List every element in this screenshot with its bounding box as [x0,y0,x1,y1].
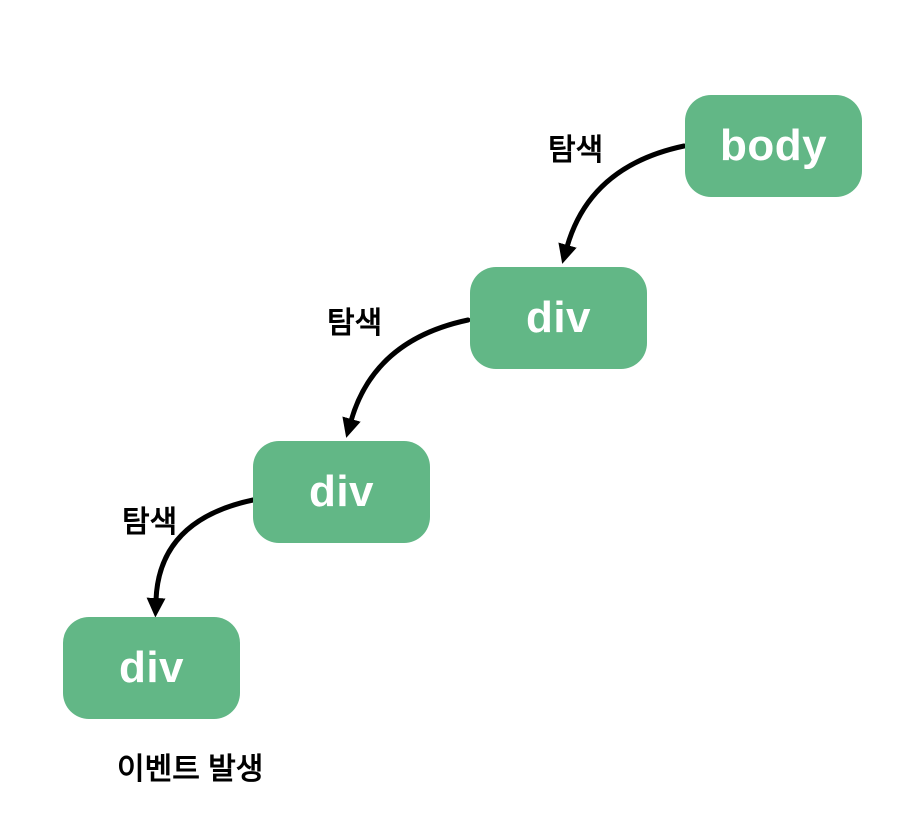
node-div-3-label: div [118,643,185,692]
node-div-3: div [63,617,240,719]
node-div-2: div [253,441,430,543]
node-body-label: body [719,121,828,170]
edge-arrow-body-to-div1 [558,143,687,264]
edge-label-2: 탐색 [327,307,383,340]
node-div-1-label: div [525,293,592,342]
edge-arrow-div2-to-div3 [146,497,256,618]
node-div-2-label: div [308,467,375,516]
edge-label-3: 탐색 [122,506,178,539]
edge-label-1: 탐색 [548,134,604,167]
edge-arrow-div1-to-div2 [342,317,471,438]
node-div-1: div [470,267,647,369]
event-origin-caption: 이벤트 발생 [117,753,264,786]
node-body: body [685,95,862,197]
